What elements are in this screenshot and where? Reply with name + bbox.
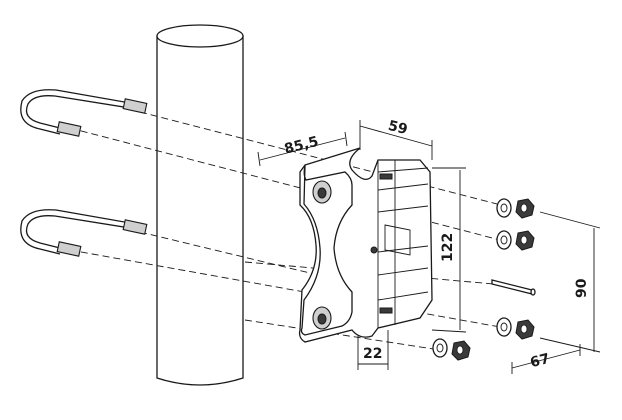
dimension-horizontal-spacing-label: 67 [529, 351, 552, 371]
u-bolt-lower-thread-front [56, 241, 82, 257]
dimension-horizontal-spacing: 67 [511, 344, 581, 374]
fastener-upper-1 [496, 198, 535, 219]
pin [491, 279, 536, 296]
u-bolt-upper-thread-back [122, 98, 148, 114]
u-bolt-upper-thread-front [56, 121, 82, 137]
u-bolt-lower-thread-back [122, 219, 148, 235]
dimension-width-label: 59 [386, 118, 409, 138]
fastener-lower-1 [496, 317, 535, 340]
dimension-width: 59 [359, 118, 433, 160]
u-bolt-upper [20, 89, 148, 137]
fastener-upper-2 [496, 230, 535, 251]
dimension-bolt-spacing-label: 90 [574, 278, 590, 298]
dimension-bolt-spacing: 90 [539, 211, 601, 353]
u-bolt-lower [20, 209, 148, 257]
bracket [298, 147, 433, 343]
dimension-bottom-offset-label: 22 [363, 346, 382, 362]
post [156, 24, 244, 386]
dimension-height-label: 122 [440, 233, 456, 262]
dimension-height: 122 [431, 167, 467, 333]
fastener-lower-2 [432, 338, 471, 361]
dimension-bottom-offset: 22 [357, 330, 389, 370]
